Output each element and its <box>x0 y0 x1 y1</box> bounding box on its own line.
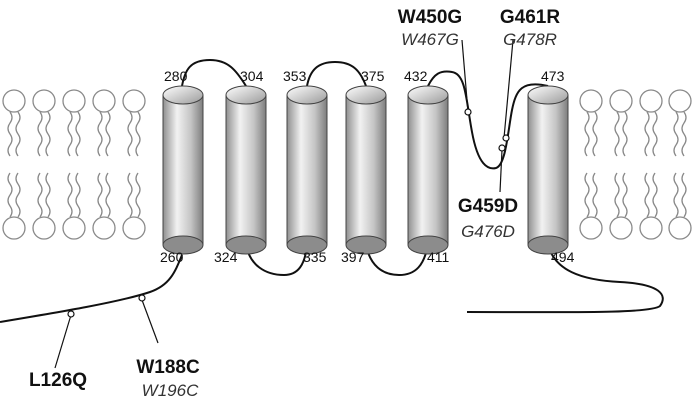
lipid-molecule <box>668 89 692 240</box>
transmembrane-helices <box>162 85 569 255</box>
c-terminal-tail <box>466 244 664 314</box>
mutation-alt-label: G478R <box>503 30 557 49</box>
loop-h3-h4-extracellular <box>306 60 367 87</box>
mutation-label: L126Q <box>29 370 87 391</box>
mutation-site-w450g <box>464 108 472 116</box>
lipid-molecule <box>62 89 86 240</box>
mutation-site-w188c <box>138 294 146 302</box>
residue-label-h6-top: 473 <box>541 68 565 84</box>
mutation-alt-label: G476D <box>461 222 515 241</box>
residue-label-h4-bottom: 397 <box>341 249 365 265</box>
residue-label-h3-bottom: 335 <box>303 249 327 265</box>
residue-label-h2-bottom: 324 <box>214 249 238 265</box>
mutation-site-l126q <box>67 310 75 318</box>
loop-h1-h2-extracellular <box>181 58 247 87</box>
helix-3 <box>286 85 328 255</box>
residue-label-h2-top: 304 <box>240 68 264 84</box>
helix-2 <box>225 85 267 255</box>
lipid-molecule <box>2 89 26 240</box>
mutation-label: G459D <box>458 196 518 217</box>
mutation-alt-label: W467G <box>401 30 459 49</box>
lipid-bilayer-left <box>2 89 146 240</box>
lipid-bilayer-right <box>579 89 692 240</box>
mutation-site-g461r <box>502 134 510 142</box>
loop-h5-h6-reentrant <box>427 70 549 170</box>
helix-6 <box>527 85 569 255</box>
loop-h2-h3-intracellular <box>245 244 308 277</box>
mutation-label: G461R <box>500 7 560 28</box>
mutation-site-g459d <box>498 144 506 152</box>
mutation-label: W188C <box>136 357 200 378</box>
lipid-molecule <box>579 89 603 240</box>
loop-h4-h5-intracellular <box>365 244 429 277</box>
mutation-markers <box>54 39 514 369</box>
lipid-molecule <box>609 89 633 240</box>
residue-label-h5-bottom: 411 <box>427 249 450 265</box>
lipid-molecule <box>92 89 116 240</box>
residue-labels: 280 260 304 324 353 335 375 397 432 411 … <box>160 68 575 265</box>
lipid-molecule <box>122 89 146 240</box>
n-terminal-tail <box>0 254 183 323</box>
residue-label-h5-top: 432 <box>404 68 428 84</box>
residue-label-h1-bottom: 260 <box>160 249 184 265</box>
residue-label-h4-top: 375 <box>361 68 385 84</box>
mutation-labels: W450G W467G G461R G478R G459D G476D L126… <box>29 7 560 400</box>
helix-1 <box>162 85 204 255</box>
lipid-molecule <box>639 89 663 240</box>
residue-label-h6-bottom: 494 <box>551 249 575 265</box>
helix-5 <box>407 85 449 255</box>
residue-label-h3-top: 353 <box>283 68 307 84</box>
lipid-molecule <box>32 89 56 240</box>
helix-4 <box>345 85 387 255</box>
residue-label-h1-top: 280 <box>164 68 188 84</box>
mutation-alt-label: W196C <box>142 381 199 400</box>
mutation-label: W450G <box>398 7 462 28</box>
protein-backbone <box>0 58 664 323</box>
